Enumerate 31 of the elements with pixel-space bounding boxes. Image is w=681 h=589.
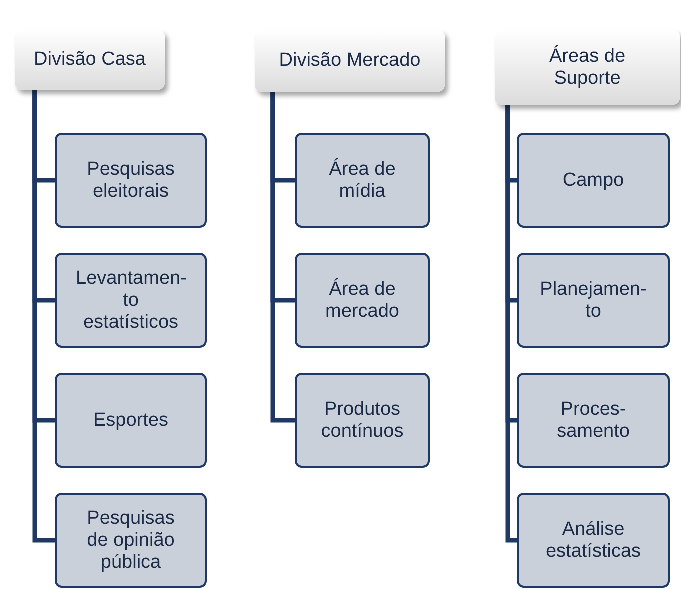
box-label: Levantamen-to estatísticos xyxy=(76,268,186,334)
box-label: Campo xyxy=(562,170,624,192)
box-label: Área de mercado xyxy=(324,278,400,322)
unit-box xyxy=(55,133,207,228)
box-label: Áreas de Suporte xyxy=(548,46,627,90)
connector-line xyxy=(270,92,295,423)
box-label: Proces-samento xyxy=(556,398,631,442)
box-label: Análise estatísticas xyxy=(544,518,642,562)
box-label: Pesquisas de opinião pública xyxy=(86,508,176,574)
unit-box xyxy=(295,133,430,228)
unit-box xyxy=(517,133,670,228)
unit-box xyxy=(55,493,207,588)
unit-box xyxy=(295,373,430,468)
box-label: Divisão Casa xyxy=(34,49,146,71)
box-label: Pesquisas eleitorais xyxy=(86,158,176,202)
header-box xyxy=(255,30,445,92)
unit-box xyxy=(295,253,430,348)
box-label: Produtos contínuos xyxy=(320,398,405,442)
unit-box xyxy=(517,253,670,348)
unit-box xyxy=(55,373,207,468)
connector-line xyxy=(32,90,55,543)
box-label: Esportes xyxy=(94,410,168,432)
connector-line xyxy=(506,105,517,543)
header-box xyxy=(15,30,165,90)
unit-box xyxy=(55,253,207,348)
box-label: Divisão Mercado xyxy=(279,50,421,72)
unit-box xyxy=(517,373,670,468)
unit-box xyxy=(517,493,670,588)
header-box xyxy=(495,30,680,105)
box-label: Área de mídia xyxy=(328,158,397,202)
box-label: Planejamen-to xyxy=(539,278,648,322)
